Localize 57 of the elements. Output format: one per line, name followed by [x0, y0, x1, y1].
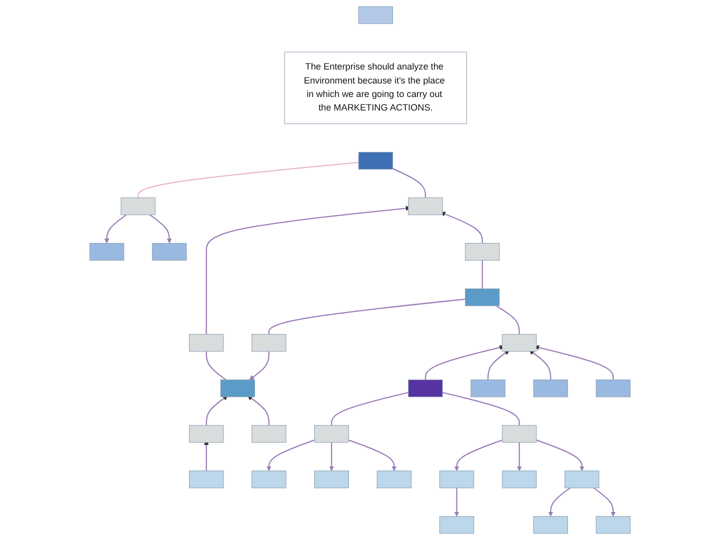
arrow — [249, 351, 270, 380]
arrow — [329, 442, 334, 472]
connector — [268, 298, 466, 334]
arrow — [248, 395, 270, 426]
node-box — [533, 516, 568, 534]
arrow — [348, 440, 397, 472]
arrow — [487, 350, 510, 380]
connector — [482, 260, 483, 289]
node-box — [189, 334, 224, 352]
node-box — [464, 288, 500, 306]
node-box — [408, 197, 443, 216]
connector — [330, 392, 408, 426]
node-box — [120, 197, 156, 216]
arrow — [204, 440, 209, 471]
node-box — [408, 380, 443, 398]
node-box — [439, 516, 474, 534]
arrow — [454, 440, 502, 472]
node-box — [89, 242, 124, 261]
arrow — [536, 440, 584, 472]
arrow — [548, 487, 571, 517]
connector — [392, 168, 426, 198]
node-box — [502, 334, 537, 352]
node-box — [252, 470, 286, 488]
node-box — [358, 152, 393, 170]
node-box — [502, 425, 537, 443]
node-box: The Enterprise should analyze the Environment because it's the place in which we are going to carry out the MARKETING ACTIONS. — [284, 52, 467, 124]
node-box — [439, 470, 474, 488]
arrow — [104, 214, 127, 244]
node-box — [596, 380, 631, 398]
arrow — [516, 442, 522, 472]
node-box — [314, 470, 349, 488]
connector — [496, 305, 520, 334]
node-box — [596, 516, 631, 534]
arrow — [593, 487, 616, 517]
arrow — [529, 350, 552, 380]
arrow — [454, 488, 460, 517]
arrow — [149, 214, 172, 244]
arrow — [206, 395, 228, 426]
arrow — [440, 212, 483, 244]
node-box — [464, 242, 500, 261]
node-box — [502, 470, 537, 488]
node-box — [470, 380, 506, 398]
connector — [138, 162, 359, 198]
node-box — [358, 6, 393, 24]
node-box — [314, 425, 349, 443]
node-box — [252, 425, 286, 443]
node-box — [564, 470, 600, 488]
node-box — [376, 470, 412, 488]
node-box — [533, 380, 568, 398]
arrow — [266, 440, 315, 472]
node-box — [189, 470, 224, 488]
connector — [206, 351, 226, 380]
node-box — [252, 334, 286, 352]
node-box — [220, 380, 256, 398]
connector — [442, 392, 520, 426]
node-box — [152, 242, 187, 261]
node-box — [189, 425, 224, 443]
